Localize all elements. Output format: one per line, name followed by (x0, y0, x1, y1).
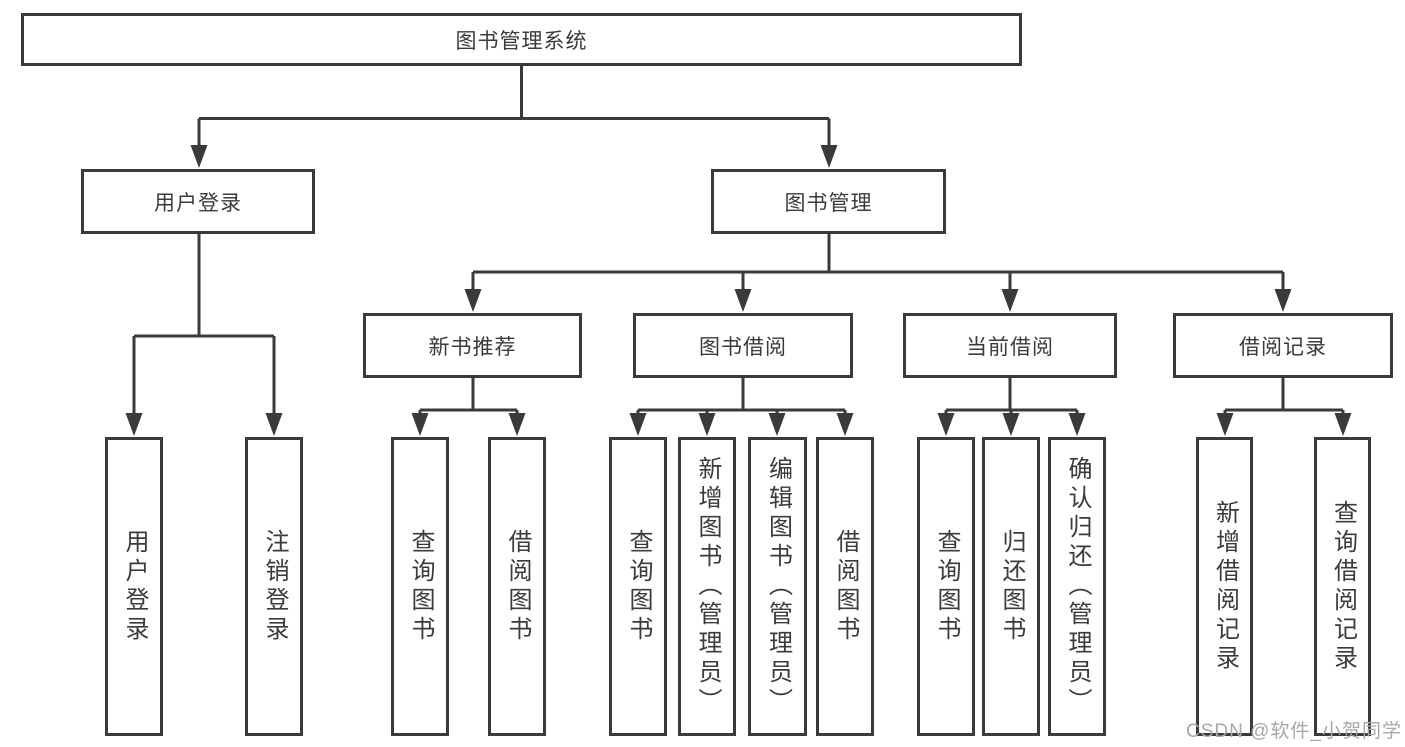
leaf-confirm-return-admin: 确认归还（管理员） (1048, 437, 1106, 736)
leaf-logout: 注销登录 (245, 437, 303, 736)
node-book-management: 图书管理 (711, 169, 946, 234)
leaf-add-book-admin: 新增图书（管理员） (678, 437, 736, 736)
node-library-management-system: 图书管理系统 (21, 13, 1022, 66)
node-borrowing-records: 借阅记录 (1173, 313, 1393, 378)
leaf-user-login: 用户登录 (105, 437, 163, 736)
arrowheads (125, 145, 1352, 436)
node-new-book-recommend: 新书推荐 (363, 313, 582, 378)
leaf-edit-book-admin: 编辑图书（管理员） (748, 437, 807, 736)
leaf-query-books-current: 查询图书 (917, 437, 975, 736)
leaf-borrow-books-borrowing: 借阅图书 (816, 437, 874, 736)
node-book-borrowing: 图书借阅 (633, 313, 853, 378)
node-user-login-group: 用户登录 (81, 169, 315, 234)
leaf-return-books: 归还图书 (982, 437, 1040, 736)
leaf-add-borrow-record: 新增借阅记录 (1196, 437, 1253, 736)
leaf-query-books-recommend: 查询图书 (391, 437, 449, 736)
watermark: CSDN @软件_小贺同学 (1186, 721, 1402, 742)
leaf-query-books-borrowing: 查询图书 (609, 437, 667, 736)
leaf-borrow-books-recommend: 借阅图书 (488, 437, 546, 736)
node-current-borrowing: 当前借阅 (903, 313, 1117, 378)
leaf-query-borrow-record: 查询借阅记录 (1314, 437, 1371, 736)
